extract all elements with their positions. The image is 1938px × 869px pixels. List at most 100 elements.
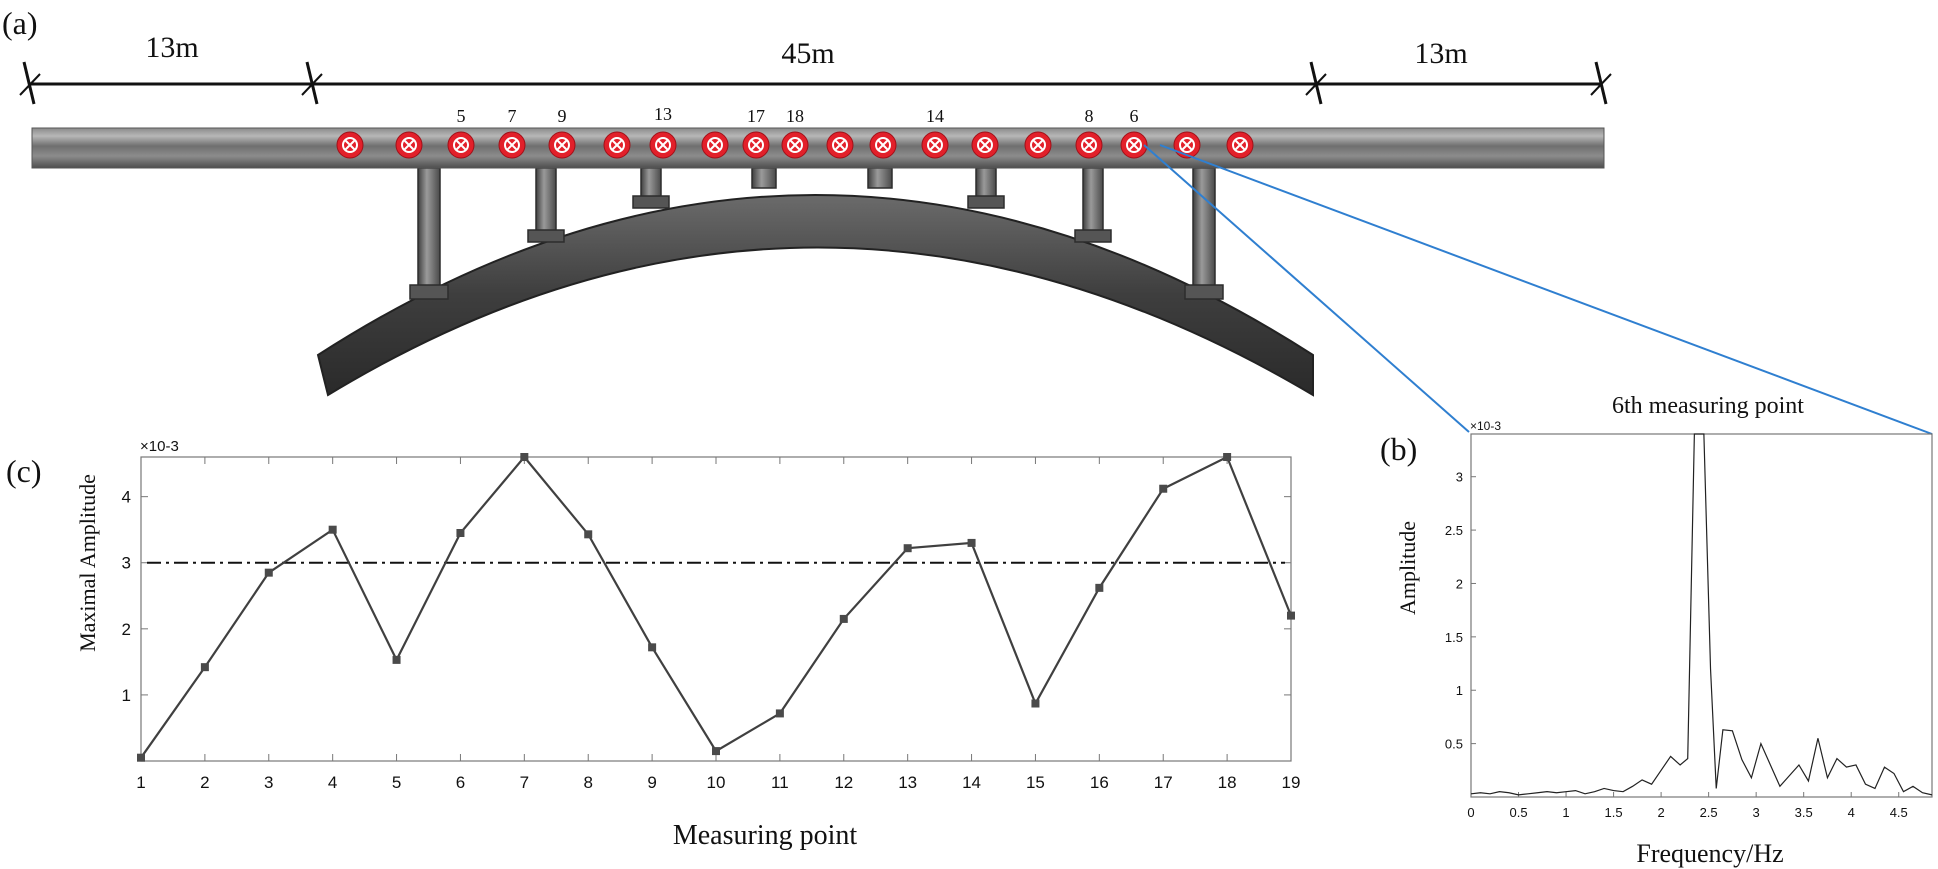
chart-c-y-tick-label: 3 [122,554,131,573]
chart-c-x-tick-label: 5 [392,773,401,792]
chart-c-x-tick-label: 10 [707,773,726,792]
panel-a: (a) 13m 45m 13m [2,5,1933,435]
sensor-marker [1173,131,1201,159]
chart-b-x-label: Frequency/Hz [1636,839,1783,868]
chart-b-frame [1470,433,1933,798]
panel-label-c: (c) [6,453,42,489]
sensor-marker [548,131,576,159]
chart-c-x-tick-label: 15 [1026,773,1045,792]
chart-c-x-tick-label: 6 [456,773,465,792]
point-labels: 5 7 9 13 17 18 14 8 6 [457,104,1139,126]
chart-c-y-tick-label: 1 [122,686,131,705]
sensor-marker [1075,131,1103,159]
chart-c-point [1031,699,1040,708]
chart-b-x-tick-label: 0 [1467,805,1474,820]
sensor-marker [447,131,475,159]
chart-c-points [137,453,1295,762]
chart-b-y-tick-label: 3 [1456,470,1463,485]
chart-c-point [839,614,848,623]
bridge-deck [31,127,1605,169]
piers [409,167,1224,300]
dim-right-span: 13m [1414,37,1467,70]
sensor-marker [336,131,364,159]
dim-main-span: 45m [781,37,834,70]
chart-c-x-tick-label: 11 [771,773,789,792]
chart-c-point [520,453,529,461]
chart-b-x-tick-label: 4 [1848,805,1855,820]
sensor-marker [1120,131,1148,159]
chart-c-point [903,544,912,553]
chart-c-frame [140,456,1292,762]
chart-b-y-tick-label: 1.5 [1445,630,1463,645]
chart-b-y-tick-label: 0.5 [1445,737,1463,752]
zoom-lines [1143,144,1933,435]
chart-c-x-tick-label: 4 [328,773,337,792]
point-label: 7 [508,106,517,126]
point-label: 9 [558,106,567,126]
chart-c-point [712,747,720,756]
chart-c-y-tick-label: 2 [122,620,131,639]
chart-c-x-tick-label: 1 [136,773,145,792]
panel-b: (b) 6th measuring point Amplitude ×10-3 … [1380,393,1933,868]
chart-c-point [137,753,145,762]
chart-c-point [775,709,784,718]
panel-label-a: (a) [2,5,38,41]
chart-b-y-tick-label: 2.5 [1445,523,1463,538]
chart-c-y-tick-label: 4 [122,488,131,507]
chart-c-point [264,568,273,577]
chart-c-x-tick-label: 7 [520,773,529,792]
chart-c-point [584,530,593,539]
chart-c-point [1223,453,1232,461]
point-label: 17 [747,106,765,126]
sensor-marker [603,131,631,159]
sensor-marker [1024,131,1052,159]
point-label: 8 [1085,106,1094,126]
sensor-marker [781,131,809,159]
chart-c-point [1095,583,1104,592]
chart-b-x-tick-label: 1 [1562,805,1569,820]
chart-b-series-line [1470,433,1933,796]
chart-b-x-tick-label: 2 [1657,805,1664,820]
sensor-marker [649,131,677,159]
chart-b-y-tick-label: 2 [1456,576,1463,591]
dimension-line [19,61,1612,105]
chart-c-x-tick-label: 19 [1282,773,1301,792]
chart-c-point [1287,611,1295,620]
chart-c-point [456,529,465,537]
chart-c-y-label: Maximal Amplitude [75,474,100,652]
point-label: 14 [926,106,944,126]
chart-c-x-label: Measuring point [673,820,858,851]
chart-c-x-tick-label: 14 [962,773,981,792]
chart-c-point [1159,484,1168,493]
chart-c-x-tick-label: 9 [647,773,656,792]
chart-b-y-exponent: ×10-3 [1470,419,1501,433]
chart-b-x-tick-label: 3.5 [1795,805,1813,820]
sensor-marker [742,131,770,159]
chart-b-x-tick-label: 1.5 [1605,805,1623,820]
chart-b-x-tick-label: 0.5 [1509,805,1527,820]
arch-rib [316,194,1314,397]
sensor-marker [395,131,423,159]
chart-c-x-tick-label: 16 [1090,773,1109,792]
chart-c-series-line [140,455,1293,759]
chart-b-title: 6th measuring point [1612,393,1804,419]
chart-b-x-tick-label: 2.5 [1700,805,1718,820]
sensor-marker [869,131,897,159]
sensor-marker [498,131,526,159]
point-label: 13 [654,104,672,124]
chart-b-x-tick-label: 4.5 [1890,805,1908,820]
chart-c-x-tick-label: 18 [1218,773,1237,792]
chart-b-y-tick-label: 1 [1456,683,1463,698]
chart-c-y-exponent: ×10-3 [140,438,179,455]
chart-b-y-label: Amplitude [1395,521,1420,615]
sensor-marker [921,131,949,159]
chart-c-x-tick-label: 3 [264,773,273,792]
sensor-marker [701,131,729,159]
chart-c-point [967,538,976,547]
chart-c-x-tick-label: 12 [834,773,853,792]
point-label: 6 [1130,106,1139,126]
chart-c-point [392,655,401,664]
